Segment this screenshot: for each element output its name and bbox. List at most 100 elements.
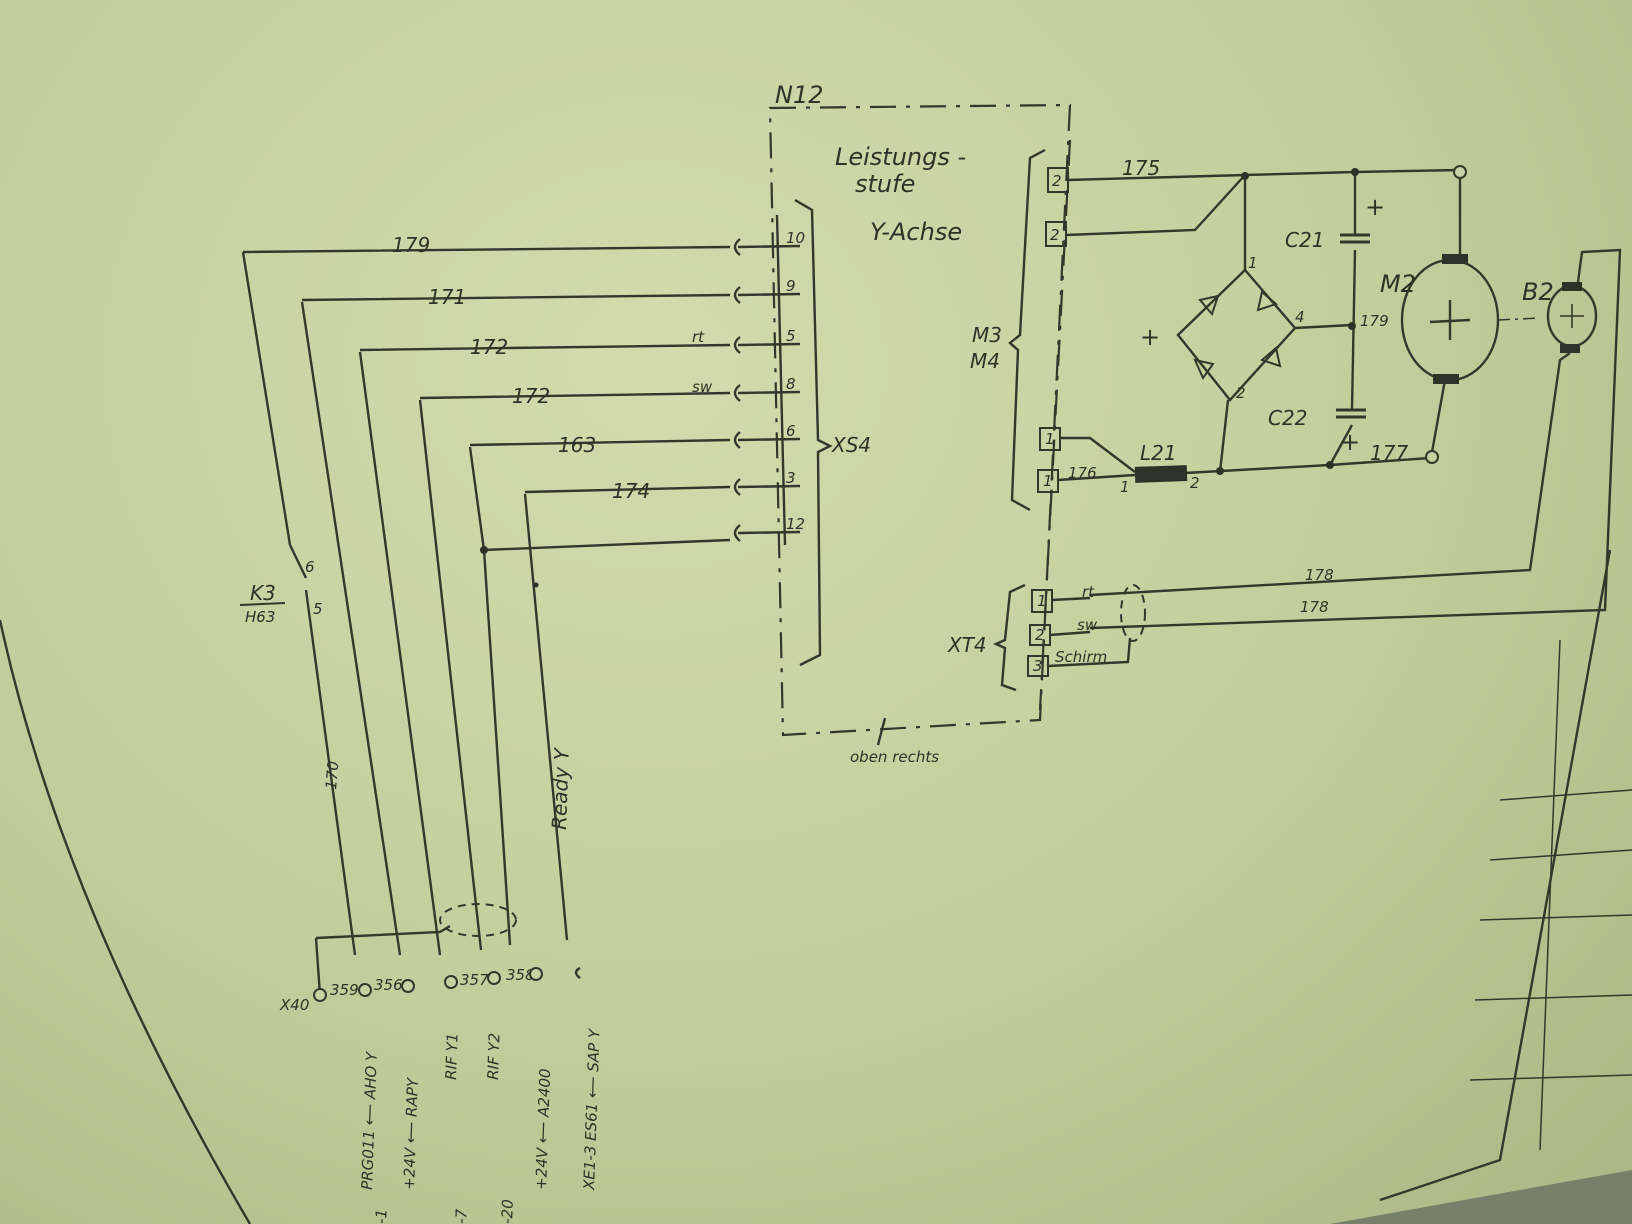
group-label-m4: M4	[970, 349, 1000, 373]
wire-label-170: 170	[322, 760, 342, 790]
c22-label: C22	[1268, 406, 1307, 430]
title-block	[1469, 639, 1632, 1151]
motor-m2	[1400, 254, 1541, 384]
terminal-number-358: 358	[506, 966, 535, 984]
inductor-pin-2: 2	[1190, 474, 1200, 492]
terminal-1	[313, 988, 327, 1002]
wire-color-sw: sw	[692, 378, 713, 396]
svg-text:K3: K3	[250, 581, 276, 605]
signal-label: +24V ⟵ RAPY	[400, 1076, 422, 1190]
wire-label-179-node: 179	[1360, 312, 1389, 330]
xt4-pin-2: 2	[1035, 626, 1045, 644]
socket-contact-icon	[733, 384, 801, 402]
module-position: oben rechts	[850, 748, 939, 766]
terminal-4	[444, 975, 458, 989]
bottom-fragment-2: -7	[452, 1208, 471, 1224]
wire-label-176: 176	[1068, 464, 1097, 482]
socket-contact-icon	[733, 524, 801, 542]
wire-9	[300, 293, 731, 956]
capacitor-c22	[1336, 408, 1366, 419]
terminal-3	[401, 979, 415, 993]
c21-label: C21	[1285, 228, 1324, 252]
plug-terminal-icon	[574, 966, 581, 979]
wire-10	[241, 245, 731, 956]
wire-label-172a: 172	[470, 335, 508, 359]
bottom-fragment-1: -1	[372, 1209, 391, 1224]
terminal-number-359: 359	[330, 981, 359, 999]
power-terminals: 2 2 1 1	[1037, 167, 1069, 493]
svg-text:2: 2	[1052, 172, 1062, 190]
socket-contact-icon	[733, 431, 801, 449]
signal-label: RIF Y2	[484, 1033, 504, 1081]
wire-color-rt: rt	[692, 328, 705, 346]
wire-label-163: 163	[558, 433, 596, 457]
boundary-break-mark	[876, 717, 887, 746]
xs4-pin-label: 3	[786, 469, 796, 487]
xt4-label: XT4	[947, 633, 987, 657]
terminal-number-356: 356	[374, 976, 403, 994]
module-title-1: Leistungs -	[835, 143, 966, 171]
svg-text:1: 1	[1045, 430, 1055, 448]
bottom-fragment-3: -20	[498, 1199, 517, 1224]
wire-6	[468, 438, 731, 946]
socket-contact-icon	[733, 238, 801, 256]
cable-shield-bottom	[314, 903, 517, 996]
power-terminal-line	[1038, 139, 1072, 711]
wire-label-171: 171	[428, 285, 466, 309]
c21-plus: +	[1365, 193, 1385, 221]
wire-8	[418, 391, 731, 951]
svg-text:1: 1	[1043, 472, 1053, 490]
xt4-pin-3: 3	[1033, 657, 1043, 675]
terminal-5	[487, 971, 501, 985]
socket-contact-icon	[733, 336, 801, 354]
capacitor-c21	[1340, 233, 1370, 244]
wire-label-179: 179	[392, 233, 430, 257]
group-label-m3: M3	[972, 323, 1002, 347]
xt4-color-rt: rt	[1082, 583, 1095, 601]
xt4-shield-label: Schirm	[1055, 648, 1107, 666]
junction-dot	[480, 546, 488, 554]
bridge-node-4: 4	[1295, 308, 1305, 326]
terminal-strip-name: X40	[279, 996, 309, 1014]
c22-plus: +	[1340, 428, 1360, 456]
inductor-l21	[1134, 465, 1188, 483]
bridge-node-1: 1	[1248, 254, 1258, 272]
module-title-2: stufe	[855, 170, 915, 198]
xs4-pin-label: 5	[786, 327, 796, 345]
bridge-node-2: 2	[1236, 384, 1246, 402]
table-surface	[1330, 1170, 1632, 1224]
xt4-connector	[993, 583, 1146, 692]
stray-dot	[533, 582, 539, 588]
bridge-plus: +	[1140, 323, 1160, 351]
signal-label: XE1-3 ES61 ⟵ SAP Y	[580, 1027, 604, 1191]
ready-y-label: Ready Y	[547, 746, 574, 830]
signal-label: RIF Y1	[442, 1033, 462, 1081]
sheet-curl-edge	[0, 619, 252, 1224]
tachogenerator-b2	[1089, 248, 1622, 630]
terminal-2	[358, 983, 372, 997]
wire-label-172b: 172	[512, 384, 550, 408]
terminal-number-357: 357	[460, 971, 489, 989]
svg-text:2: 2	[1050, 226, 1060, 244]
inductor-pin-1: 1	[1120, 478, 1130, 496]
xs4-pin-label: 10	[786, 229, 805, 247]
socket-contact-icon	[733, 286, 801, 304]
title-block-edge	[1379, 549, 1612, 1202]
wire-3	[523, 485, 731, 941]
power-wiring	[1057, 165, 1467, 482]
xs4-label: XS4	[831, 433, 871, 457]
terminal-6	[529, 967, 543, 981]
socket-contact-icon	[733, 478, 801, 496]
wire-5	[358, 343, 731, 956]
wire-12	[483, 538, 731, 552]
motor-label: M2	[1380, 270, 1416, 298]
relay-k3-contact: 6 5 K3 H63	[239, 544, 323, 626]
inductor-label: L21	[1140, 441, 1177, 465]
svg-text:H63: H63	[245, 608, 275, 626]
svg-text:5: 5	[313, 600, 323, 618]
signal-label: PRG011 ⟵ AHO Y	[358, 1050, 381, 1190]
svg-text:6: 6	[305, 558, 315, 576]
xs4-pin-label: 9	[786, 277, 796, 295]
